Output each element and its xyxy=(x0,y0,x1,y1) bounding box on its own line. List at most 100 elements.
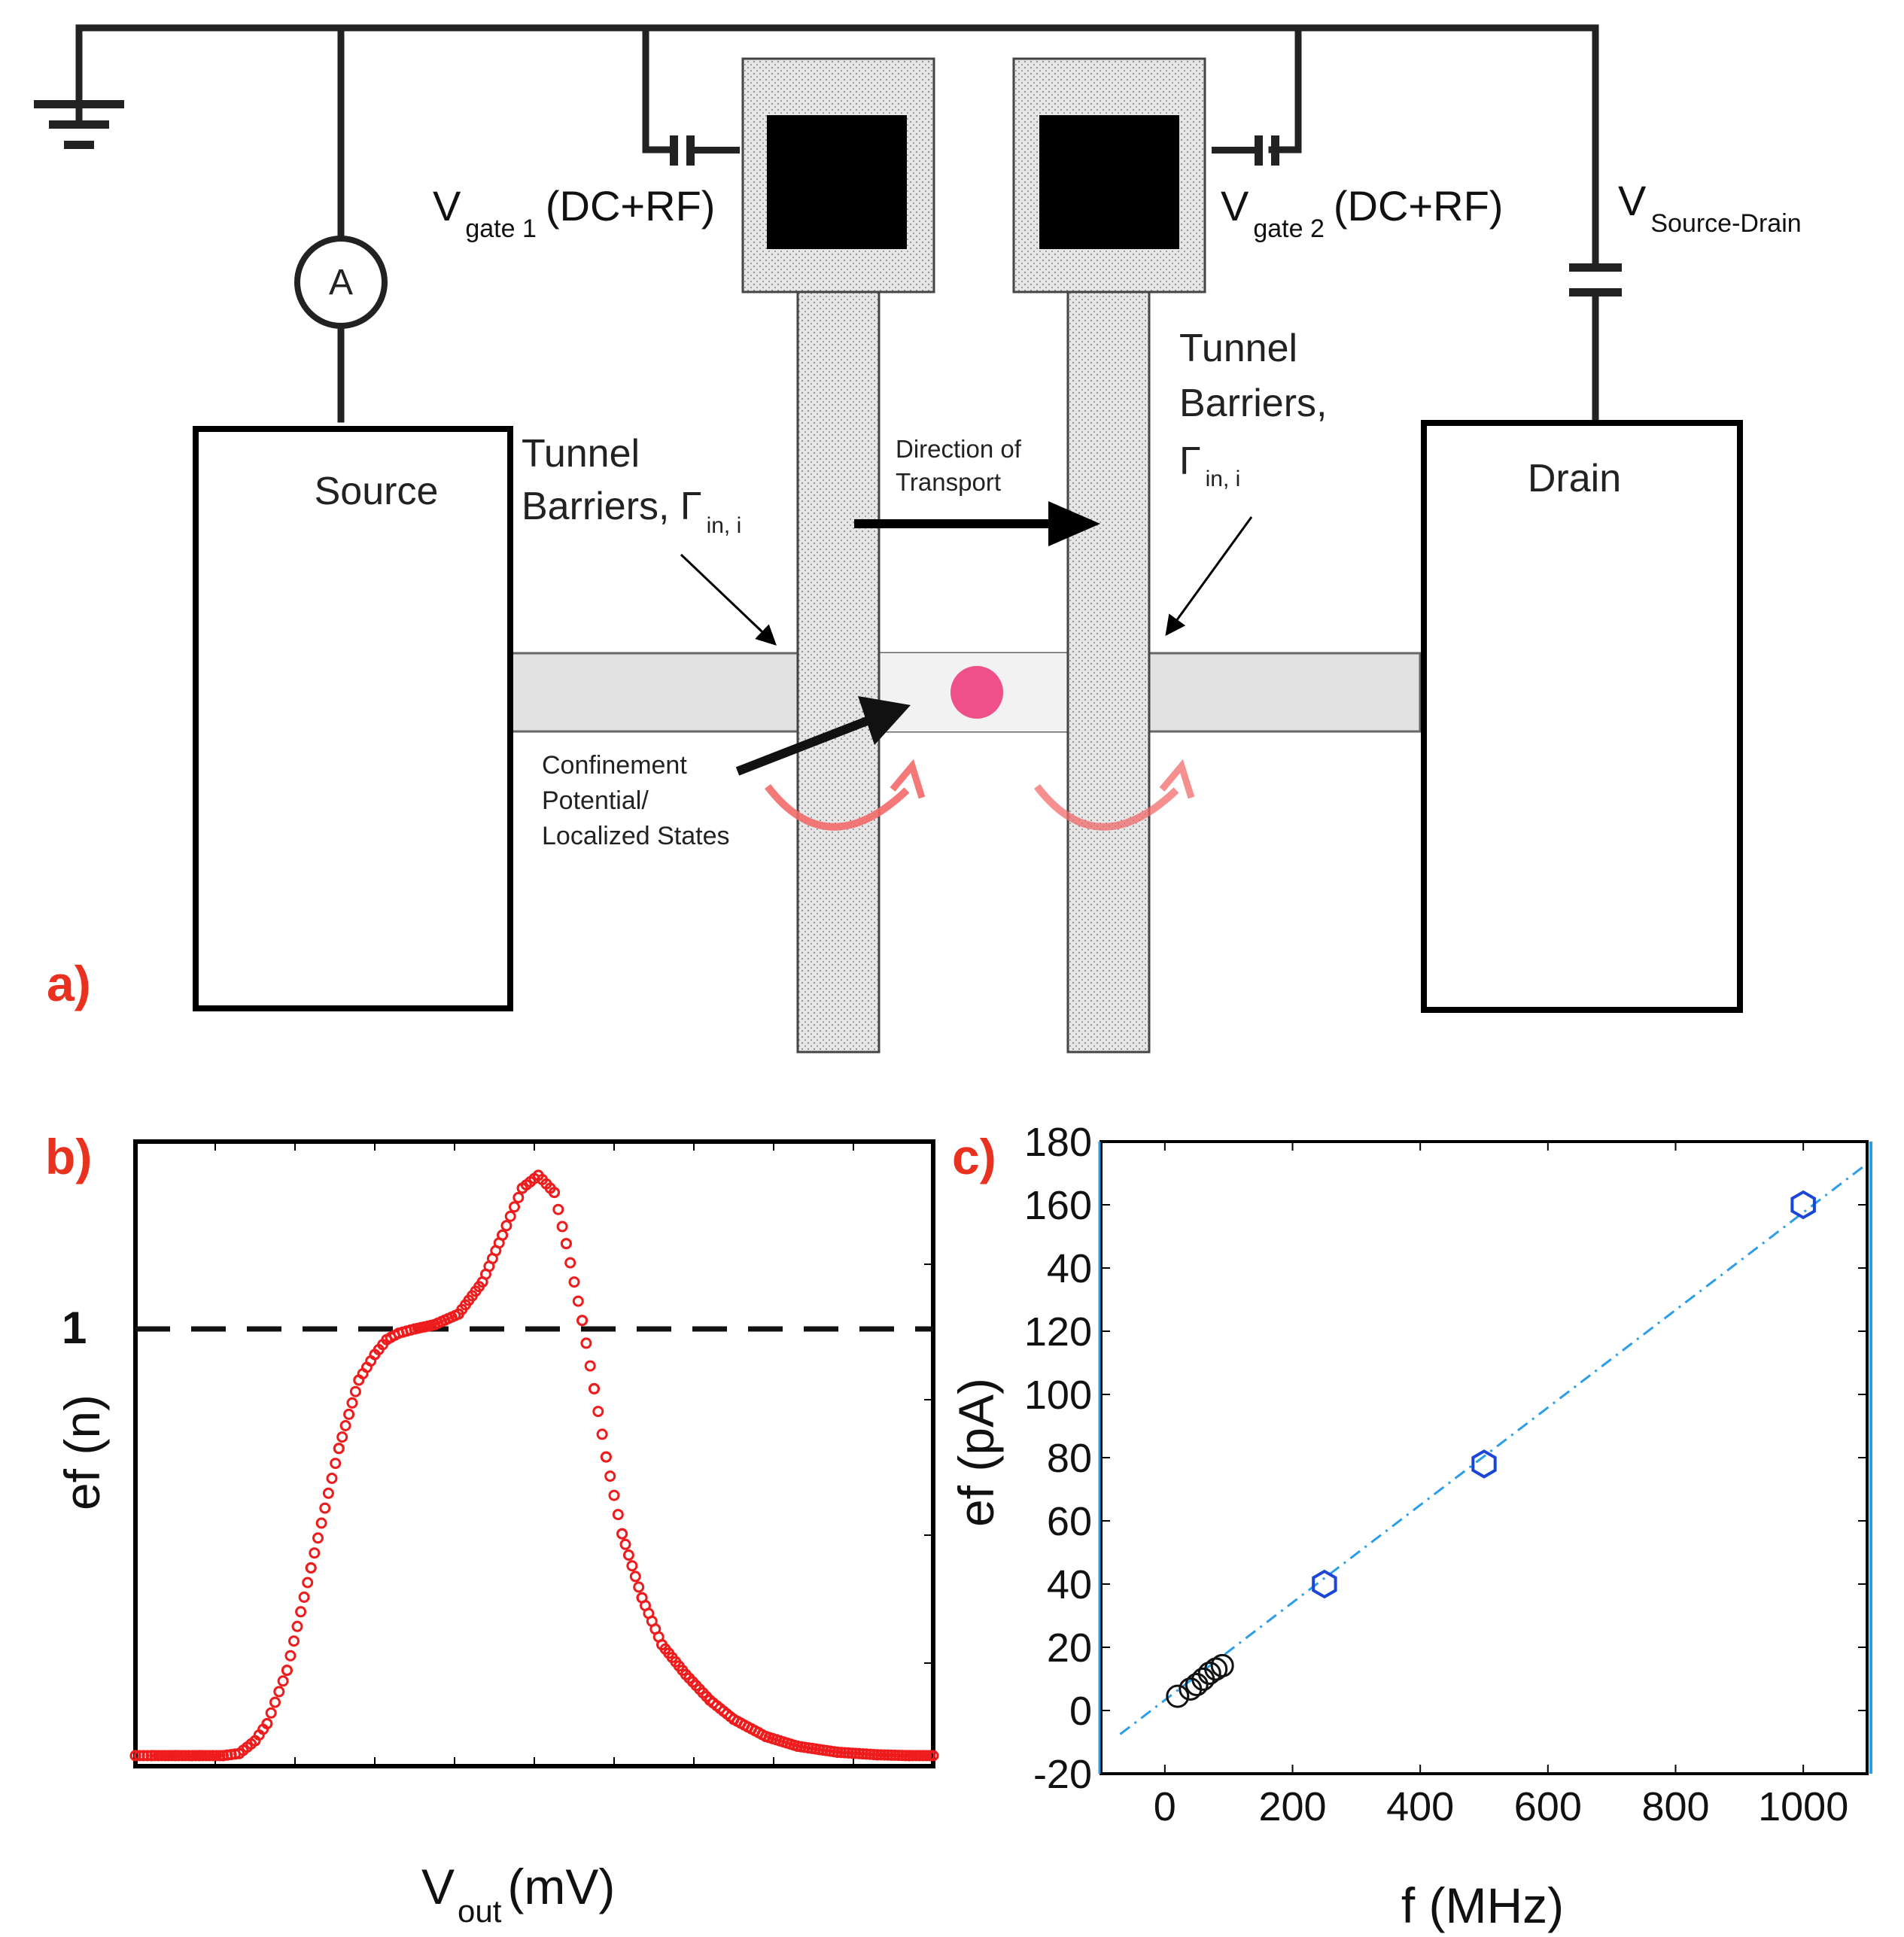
curve-marker xyxy=(295,1606,307,1618)
data-point xyxy=(333,1443,345,1455)
data-point xyxy=(903,1750,915,1762)
curve-marker xyxy=(509,1201,520,1213)
y-tick-label: 80 xyxy=(1047,1436,1092,1481)
curve-marker xyxy=(349,1385,361,1397)
curve-marker xyxy=(504,1210,516,1222)
curve-marker xyxy=(886,1749,898,1761)
capacitor-gate1-icon xyxy=(670,135,740,166)
panel-c-xlabel: f (MHz) xyxy=(1401,1878,1564,1933)
data-point xyxy=(233,1747,245,1759)
data-point xyxy=(576,1315,589,1327)
curve-marker xyxy=(564,1257,576,1269)
curve-marker xyxy=(568,1276,580,1288)
curve-marker xyxy=(346,1397,358,1409)
y-tick-label: 100 xyxy=(1024,1373,1092,1418)
data-point xyxy=(249,1735,261,1747)
y-tick-label: 120 xyxy=(1024,1309,1092,1355)
panel-c-ylabel: ef (pA) xyxy=(948,1378,1004,1527)
circle-data-point xyxy=(1166,1684,1190,1708)
data-point xyxy=(476,1276,488,1288)
gate2-pad xyxy=(1012,57,1206,293)
capacitor-vsd-icon xyxy=(1569,263,1622,296)
ground-icon xyxy=(34,100,124,149)
data-point xyxy=(589,1382,600,1394)
data-point xyxy=(532,1169,544,1181)
curve-marker xyxy=(319,1502,331,1514)
tunnel-right-pointer-icon xyxy=(1165,516,1253,637)
data-point xyxy=(281,1665,293,1677)
circle-data-point xyxy=(1197,1661,1221,1685)
confinement-arrow-icon xyxy=(735,696,911,776)
data-point xyxy=(832,1747,844,1758)
curve-marker xyxy=(612,1509,624,1521)
y-tick-label: 40 xyxy=(1047,1562,1092,1607)
curve-marker xyxy=(180,1750,192,1762)
level-one-label: 1 xyxy=(62,1303,87,1353)
data-point xyxy=(560,1238,572,1250)
curve-marker xyxy=(309,1547,321,1559)
curve-marker xyxy=(288,1635,300,1647)
panel-b-curve xyxy=(129,1169,939,1762)
curve-marker xyxy=(619,1538,631,1550)
panel-b-xlabel: Vout(mV) xyxy=(421,1859,615,1929)
data-point xyxy=(871,1749,884,1761)
x-tick-label: 400 xyxy=(1386,1784,1454,1829)
data-point xyxy=(792,1741,804,1752)
data-point xyxy=(656,1639,668,1651)
source-box xyxy=(193,426,513,1011)
data-point xyxy=(369,1349,381,1361)
curve-marker xyxy=(291,1620,303,1632)
curve-marker xyxy=(273,1686,285,1698)
data-point xyxy=(145,1750,157,1762)
panel-b: b) 1 ef (n) Vout(mV) xyxy=(45,1129,939,1929)
y-tick-label: 20 xyxy=(1047,1625,1092,1671)
x-tick-label: 200 xyxy=(1258,1784,1326,1829)
data-point xyxy=(193,1750,205,1762)
y-tick-label: 180 xyxy=(1024,1120,1092,1165)
curve-marker xyxy=(580,1337,592,1349)
x-tick-label: 1000 xyxy=(1758,1784,1848,1829)
curve-marker xyxy=(584,1360,596,1372)
data-point xyxy=(516,1182,528,1194)
hexagon-data-point xyxy=(1790,1190,1816,1220)
curve-marker xyxy=(203,1750,215,1762)
curve-marker xyxy=(322,1487,334,1499)
curve-marker xyxy=(920,1750,932,1762)
curve-marker xyxy=(629,1571,641,1583)
data-point xyxy=(305,1562,317,1574)
hexagon-data-point xyxy=(1471,1449,1497,1479)
panel-c-fit-line xyxy=(1119,1163,1868,1735)
data-point xyxy=(728,1714,740,1726)
curve-marker xyxy=(914,1750,926,1762)
gate2-finger xyxy=(1066,290,1151,1054)
curve-marker xyxy=(572,1295,584,1307)
tunnel-left-pointer-icon xyxy=(680,553,777,646)
data-point xyxy=(129,1750,141,1762)
curve-marker xyxy=(552,1203,564,1215)
capacitor-gate2-icon xyxy=(1212,135,1279,166)
ammeter-label: A xyxy=(329,263,353,303)
curve-marker xyxy=(608,1489,620,1501)
panel-b-frame xyxy=(133,1139,935,1768)
curve-marker xyxy=(330,1458,342,1470)
gate1-pad xyxy=(741,57,935,293)
data-point xyxy=(497,1229,509,1241)
pump-arrow-right-icon xyxy=(1034,759,1195,831)
data-point xyxy=(636,1592,648,1604)
circuit-wiring xyxy=(75,24,1599,423)
panel-a-label: a) xyxy=(47,956,91,1011)
curve-marker xyxy=(141,1750,154,1762)
x-tick-label: 0 xyxy=(1154,1784,1176,1829)
hexagon-data-point xyxy=(1312,1569,1337,1599)
direction-label: Direction of Transport xyxy=(896,435,1028,496)
curve-marker xyxy=(893,1750,905,1762)
data-point xyxy=(353,1374,365,1386)
curve-marker xyxy=(592,1406,604,1418)
curve-marker xyxy=(298,1591,310,1603)
curve-marker xyxy=(326,1473,338,1484)
